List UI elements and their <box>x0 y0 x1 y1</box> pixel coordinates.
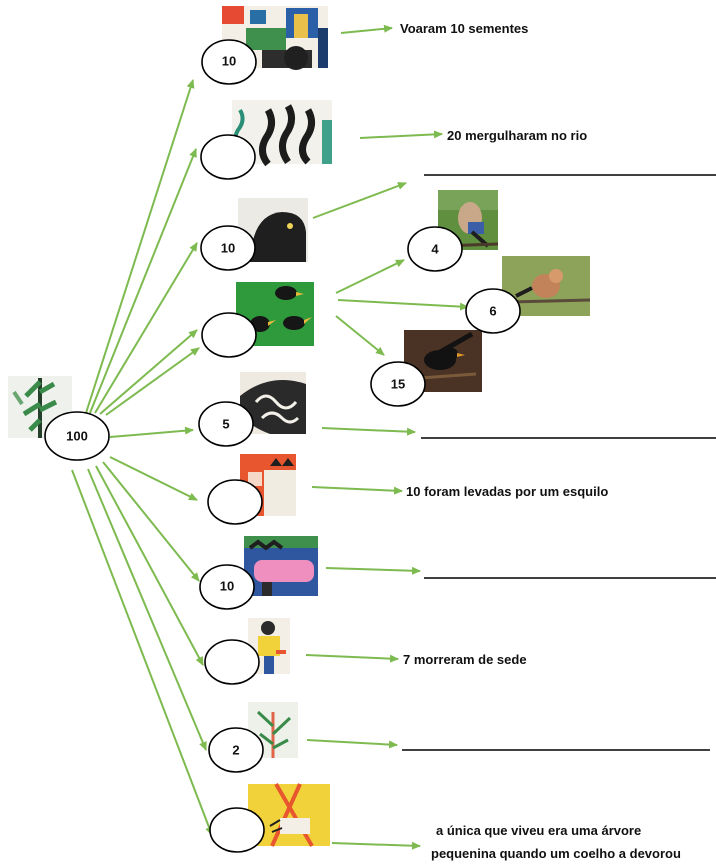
arrow-b10-result <box>331 841 421 850</box>
branch-oval-b1: 10 <box>201 39 257 85</box>
arrow-b1-result <box>340 24 393 34</box>
bird-oval-1: 4 <box>407 226 463 272</box>
result-b6: 10 foram levadas por um esquilo <box>406 484 608 499</box>
b2-image <box>232 100 332 167</box>
arrow-b3-result <box>312 182 407 219</box>
result-arrows <box>305 24 469 850</box>
root-arrows <box>71 79 213 836</box>
final-caption-line2: pequenina quando um coelho a devorou <box>431 846 681 861</box>
arrow-b4-bird1 <box>335 259 405 294</box>
b4-image <box>236 282 314 346</box>
branch-oval-b2 <box>200 134 256 180</box>
arrow-b6-result <box>311 486 403 495</box>
arrow-to-b8 <box>95 465 204 666</box>
arrow-to-b9 <box>87 468 207 751</box>
bird-number: 4 <box>431 241 439 256</box>
branch-number: 10 <box>222 53 236 68</box>
branch-number: 2 <box>232 742 239 757</box>
branch-number: 5 <box>222 416 229 431</box>
result-b8: 7 morreram de sede <box>403 652 527 667</box>
bird-number: 15 <box>391 376 405 391</box>
branch-oval-b6 <box>207 479 263 525</box>
arrow-to-b6 <box>109 456 198 501</box>
b8-image <box>248 618 290 674</box>
arrow-to-b2 <box>89 148 197 414</box>
arrow-b9-result <box>306 739 398 749</box>
bird-oval-2: 6 <box>465 288 521 334</box>
branch-oval-b9: 2 <box>208 727 264 773</box>
branch-oval-b4 <box>201 312 257 358</box>
arrow-b2-result <box>359 130 443 139</box>
final-caption-line1: a única que viveu era uma árvore <box>436 823 641 838</box>
branch-oval-b8 <box>204 639 260 685</box>
arrow-to-b5 <box>109 426 194 438</box>
result-b2: 20 mergulharam no rio <box>447 128 587 143</box>
branch-oval-b3: 10 <box>200 225 256 271</box>
bird-number: 6 <box>489 303 496 318</box>
branch-oval-b7: 10 <box>199 564 255 610</box>
arrow-to-b4 <box>99 329 198 415</box>
root-tree-image <box>8 376 72 438</box>
branch-oval-b10 <box>209 807 265 853</box>
bird-oval-3: 15 <box>370 361 426 407</box>
arrow-b5-result <box>321 427 416 436</box>
branch-number: 10 <box>221 240 235 255</box>
arrow-b4-bird3 <box>335 315 385 356</box>
arrow-b8-result <box>305 654 399 663</box>
root-number: 100 <box>66 428 88 443</box>
branch-oval-b5: 5 <box>198 401 254 447</box>
arrow-to-b4b <box>105 347 200 416</box>
arrow-b7-result <box>325 566 421 575</box>
b3-image <box>238 198 308 262</box>
arrow-to-b3 <box>94 242 198 414</box>
arrow-to-b10 <box>71 469 213 836</box>
answer-lines <box>402 174 716 751</box>
root-oval: 100 <box>44 411 110 461</box>
b1-image <box>222 6 328 70</box>
arrow-to-b7 <box>102 461 200 582</box>
result-b1: Voaram 10 sementes <box>400 21 528 36</box>
b7-image <box>244 536 318 596</box>
arrow-to-b1 <box>85 79 195 414</box>
arrow-b4-bird2 <box>337 299 469 311</box>
branch-number: 10 <box>220 578 234 593</box>
